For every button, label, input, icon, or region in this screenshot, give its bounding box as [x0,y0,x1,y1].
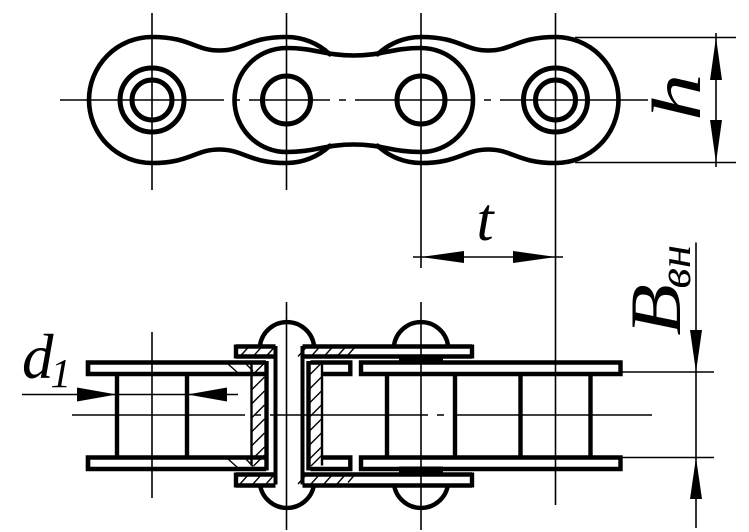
svg-text:h: h [639,73,716,121]
svg-text:B: B [616,284,696,335]
svg-text:d: d [22,322,54,392]
svg-text:1: 1 [51,350,72,396]
svg-text:вн: вн [650,245,700,289]
svg-text:t: t [477,186,496,254]
